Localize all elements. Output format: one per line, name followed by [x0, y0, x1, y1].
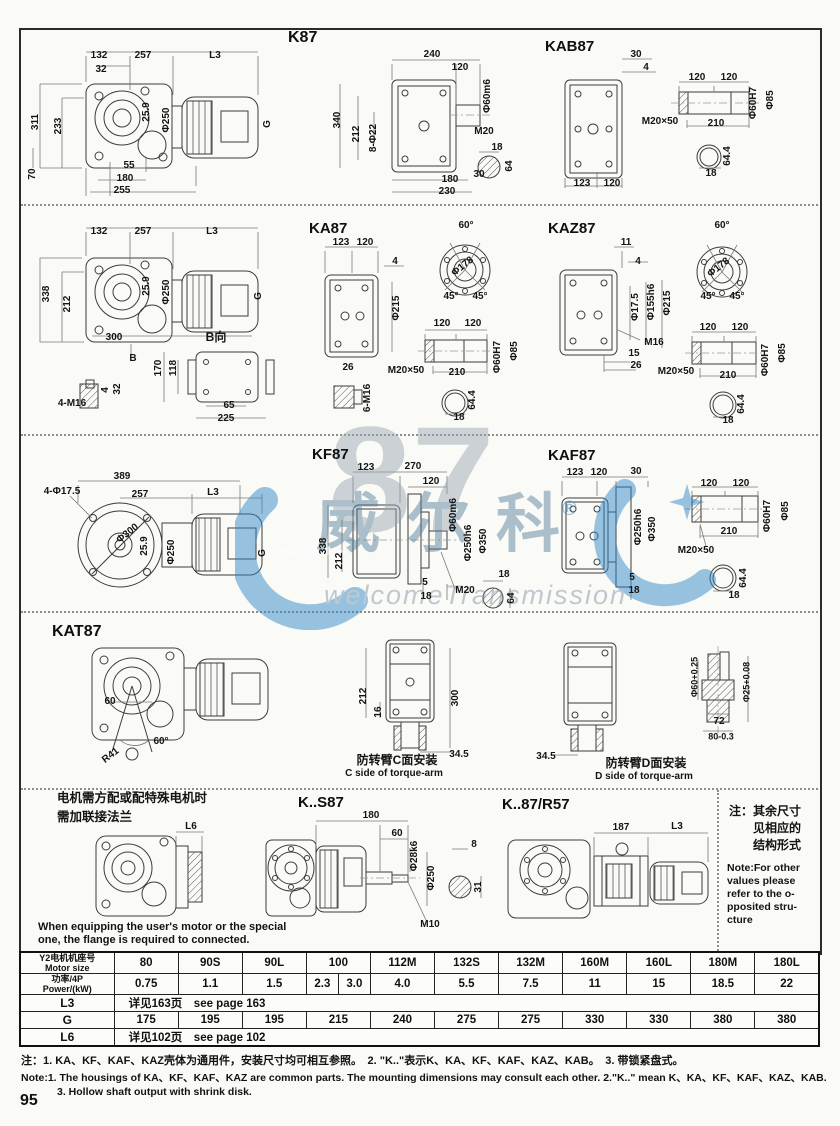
- title-kaz87: KAZ87: [548, 220, 596, 237]
- table-row-g: G 175 195 195 215 240 275 275 330 330 38…: [19, 1011, 820, 1029]
- table-cell: 1.5: [241, 973, 307, 995]
- table-cell: 90L: [241, 951, 307, 974]
- section-divider: [21, 611, 818, 613]
- table-cell: 215: [305, 1011, 371, 1029]
- table-cell: 175: [113, 1011, 179, 1029]
- table-cell: 15: [626, 973, 692, 995]
- k87-art: [32, 51, 501, 196]
- table-cell: 0.75: [113, 973, 179, 995]
- table-cell: 380: [754, 1011, 820, 1029]
- side-note-en: Note:For other values please refer to th…: [727, 862, 800, 926]
- k87r57-art: [507, 832, 709, 919]
- table-cell: 100: [305, 951, 371, 974]
- footnotes: 注：1. KA、KF、KAF、KAZ壳体为通用件，安装尺寸均可相互参照。 2. …: [21, 1052, 827, 1098]
- table-cell: 195: [177, 1011, 243, 1029]
- section-divider: [21, 204, 818, 206]
- table-cell: 132S: [433, 951, 500, 974]
- table-cell: 330: [626, 1011, 692, 1029]
- table-cell: 详见102页 see page 102: [113, 1028, 820, 1047]
- table-cell: 240: [369, 1011, 435, 1029]
- title-kab87: KAB87: [545, 38, 595, 55]
- title-ka87: KA87: [309, 220, 348, 237]
- ka87-art: [39, 227, 495, 419]
- table-cell: 22: [754, 973, 820, 995]
- title-kat87: KAT87: [52, 623, 102, 640]
- table-row-l3: L3 详见163页 see page 163: [19, 994, 820, 1012]
- title-kaf87: KAF87: [548, 447, 596, 464]
- table-cell: 195: [241, 1011, 307, 1029]
- table-cell: 132M: [498, 951, 564, 974]
- table-cell: 4.0: [369, 973, 435, 995]
- flange-note-cn: 电机需方配或配特殊电机时 需加联接法兰: [57, 791, 208, 824]
- table-cell: 7.5: [498, 973, 564, 995]
- kaf87-art: [561, 476, 766, 600]
- table-cell: 80: [113, 951, 179, 974]
- flange-note-art: [95, 831, 204, 917]
- section-divider: [21, 788, 818, 790]
- ks87-art: [265, 820, 482, 921]
- side-note-cn: 注：其余尺寸 见相应的 结构形式: [729, 804, 802, 852]
- table-cell: 330: [562, 1011, 628, 1029]
- table-row-l6: L6 详见102页 see page 102: [19, 1028, 820, 1047]
- table-cell: 275: [433, 1011, 500, 1029]
- footnote-en-1: Note:1. The housings of KA、KF、KAF、KAZ ar…: [21, 1072, 827, 1084]
- table-cell: 2.3: [305, 973, 339, 995]
- table-cell: 详见163页 see page 163: [113, 994, 820, 1012]
- table-cell: 160M: [562, 951, 628, 974]
- l6-label: L6: [19, 1028, 115, 1047]
- title-k87r57: K..87/R57: [502, 796, 570, 813]
- kab87-art: [564, 58, 760, 188]
- section-divider: [21, 434, 818, 436]
- kaz87-art: [559, 244, 763, 419]
- table-cell: 3.0: [337, 973, 371, 995]
- footnote-cn: 注：1. KA、KF、KAF、KAZ壳体为通用件，安装尺寸均可相互参照。 2. …: [21, 1055, 684, 1067]
- table-cell: 160L: [626, 951, 692, 974]
- table-cell: 112M: [369, 951, 435, 974]
- table-cell: 11: [562, 973, 628, 995]
- table-cell: 90S: [177, 951, 243, 974]
- page-number: 95: [20, 1092, 38, 1109]
- g-label: G: [19, 1011, 115, 1029]
- table-cell: 18.5: [690, 973, 756, 995]
- table-cell: 180L: [754, 951, 820, 974]
- footnote-en-2: 3. Hollow shaft output with shrink disk.: [57, 1086, 252, 1098]
- flange-note-en: When equipping the user's motor or the s…: [38, 921, 287, 946]
- kat87-art: [91, 639, 749, 761]
- table-cell: 1.1: [177, 973, 243, 995]
- title-ks87: K..S87: [298, 794, 344, 811]
- table-cell: 380: [690, 1011, 756, 1029]
- kf87-art: [69, 471, 511, 609]
- title-kf87: KF87: [312, 446, 349, 463]
- note-box-divider: [717, 790, 719, 951]
- table-cell: 5.5: [433, 973, 500, 995]
- title-k87: K87: [288, 29, 318, 46]
- l3-label: L3: [19, 994, 115, 1012]
- table-cell: 275: [498, 1011, 564, 1029]
- table-cell: 180M: [690, 951, 756, 974]
